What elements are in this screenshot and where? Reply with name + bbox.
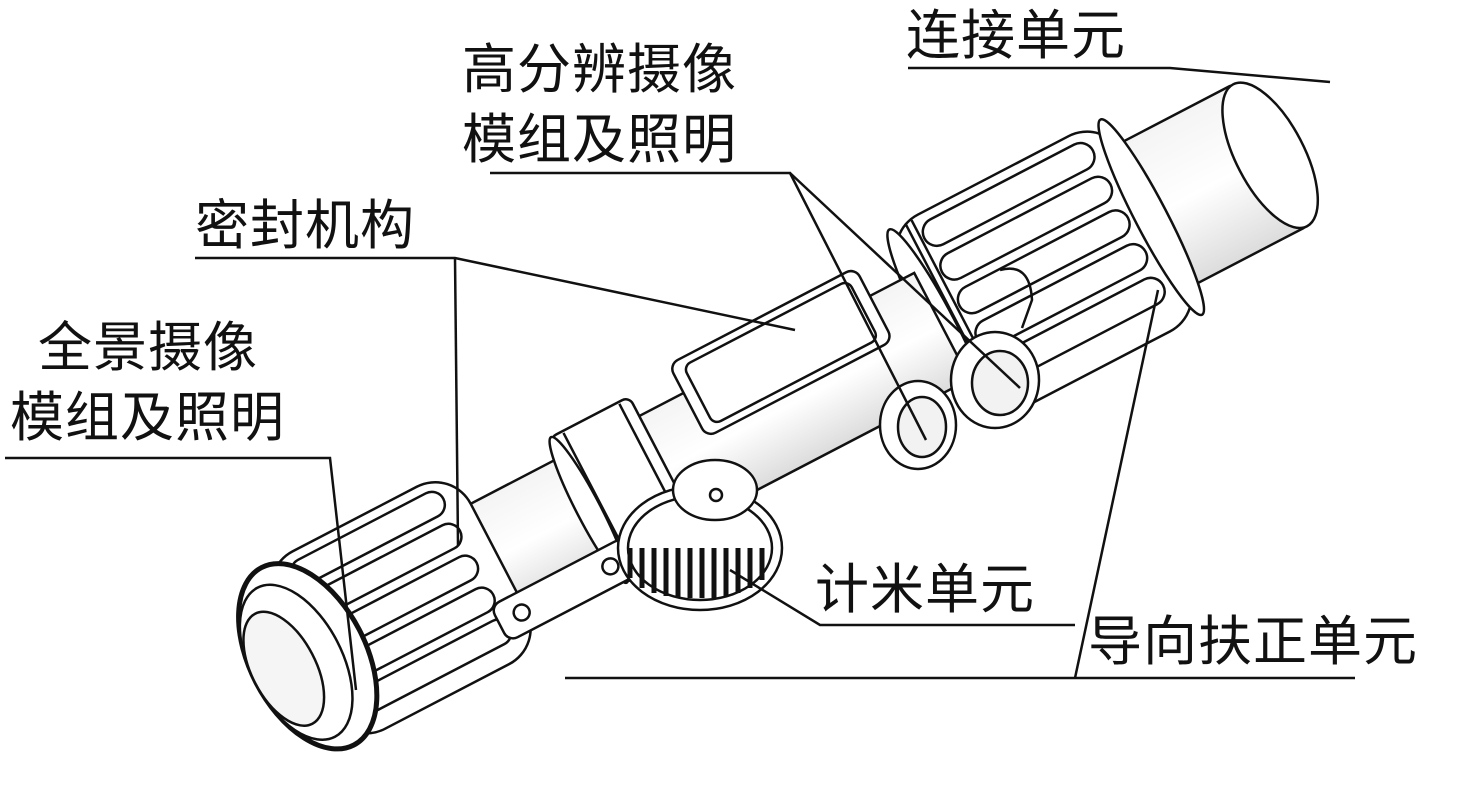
leader-hires-camera-2 [789,172,1021,389]
label-hires-camera-line2: 模组及照明 [462,108,737,171]
leader-meter-unit [729,568,1075,627]
label-panoramic-camera-line2: 模组及照明 [10,386,285,449]
front-cap [236,561,380,752]
meter-wheel [616,458,784,612]
label-seal-mechanism: 密封机构 [195,196,415,256]
label-meter-unit: 计米单元 [815,560,1035,620]
label-meter-unit-text: 计米单元 [815,558,1035,621]
device-body [236,81,1320,752]
leader-connection-unit [908,66,1331,84]
leader-seal-2 [453,257,460,546]
label-seal-mechanism-text: 密封机构 [195,194,415,257]
label-hires-camera: 高分辨摄像 模组及照明 [462,40,737,170]
label-connection-unit-text: 连接单元 [906,4,1126,67]
label-guide-centering-unit: 导向扶正单元 [1088,612,1418,672]
leader-seal-1 [195,256,796,332]
leader-lines [5,66,1355,691]
label-hires-camera-line1: 高分辨摄像 [462,38,737,101]
leader-panoramic-camera [5,456,358,691]
label-guide-centering-unit-text: 导向扶正单元 [1088,610,1418,673]
label-panoramic-camera: 全景摄像 模组及照明 [10,318,285,448]
label-connection-unit: 连接单元 [906,6,1126,66]
leader-guide-centering-2 [1073,289,1160,679]
label-panoramic-camera-line1: 全景摄像 [38,316,258,379]
